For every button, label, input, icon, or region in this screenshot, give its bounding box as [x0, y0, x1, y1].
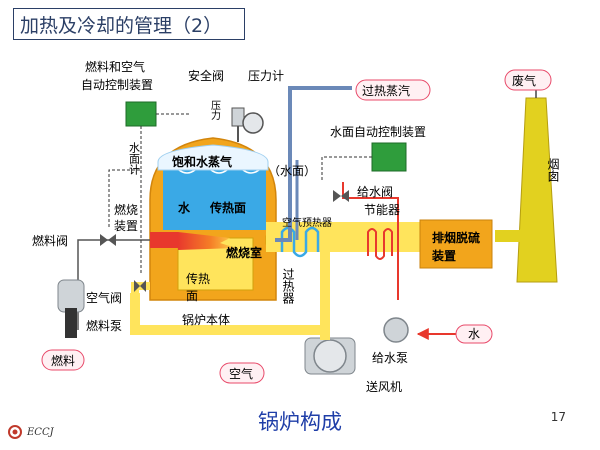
air-bubble — [219, 362, 265, 384]
water-level-control-box — [371, 142, 407, 172]
eccj-logo-text: ECCJ — [27, 426, 54, 438]
fuel-pump-motor — [65, 308, 77, 338]
label-fgd-l1: 排烟脱硫 — [432, 230, 480, 245]
economizer-coil — [367, 228, 393, 260]
label-boiler-body: 锅炉本体 — [182, 312, 230, 327]
feedwater-pump-body — [383, 317, 409, 343]
water-input-bubble — [455, 324, 493, 344]
page-number: 17 — [550, 410, 566, 424]
fuel-air-control-box — [125, 101, 157, 127]
label-air-preheater: 空气预热器 — [282, 216, 332, 229]
burner-device — [150, 232, 178, 248]
flue-to-chimney — [495, 218, 536, 242]
fgd-box — [419, 219, 493, 269]
label-water-input: 水 — [468, 327, 480, 341]
label-superheater: 过热器 — [281, 268, 295, 305]
eccj-logo-icon — [8, 425, 22, 439]
label-economizer: 节能器 — [364, 203, 400, 217]
label-burner-l2: 装置 — [114, 219, 138, 233]
air-valve-symbol — [134, 280, 146, 292]
superheated-steam-bubble — [355, 79, 431, 101]
label-heat-surface-l2: 面 — [186, 289, 198, 303]
label-heat-transfer-surface: 传热面 — [209, 200, 246, 215]
label-water-level-gauge: 水面计 — [128, 142, 141, 176]
label-feedwater-pump: 给水泵 — [372, 351, 408, 365]
fuel-pump-body — [57, 279, 85, 313]
label-heat-surface-l1: 传热 — [186, 271, 210, 286]
exhaust-gas-bubble — [504, 69, 552, 91]
label-blower: 送风机 — [366, 379, 402, 394]
label-fuel: 燃料 — [51, 353, 75, 368]
pressure-gauge-dial — [242, 112, 264, 134]
control-line-water — [321, 156, 372, 182]
blower-fan — [313, 339, 347, 373]
label-water-surface: （水面） — [268, 164, 316, 178]
label-water: 水 — [178, 200, 191, 215]
label-fuel-valve: 燃料阀 — [32, 233, 68, 248]
feedwater-valve-symbol — [333, 190, 349, 202]
label-fuel-pump: 燃料泵 — [86, 318, 122, 333]
superheater-pipe — [275, 86, 352, 242]
label-saturated-steam: 饱和水蒸气 — [172, 154, 232, 169]
fuel-valve-symbol — [100, 234, 116, 246]
feedwater-line — [342, 182, 399, 300]
label-feedwater-valve: 给水阀 — [357, 185, 393, 199]
label-exhaust-gas: 废气 — [512, 73, 536, 88]
label-fgd-l2: 装置 — [431, 248, 456, 263]
label-pressure-gauge: 压力计 — [248, 69, 284, 83]
label-chimney: 烟囱 — [546, 158, 560, 182]
label-burner-l1: 燃烧 — [114, 202, 138, 217]
diagram-caption: 锅炉构成 — [258, 410, 342, 434]
fuel-bubble — [41, 349, 85, 371]
label-combustion-chamber: 燃烧室 — [226, 245, 262, 260]
eccj-logo: ECCJ — [8, 425, 54, 439]
control-line-fuel-air — [108, 126, 142, 228]
safety-valve-body — [231, 107, 245, 127]
combustion-flame — [178, 232, 236, 250]
label-safety-valve: 安全阀 — [188, 68, 224, 83]
label-fuel-air-control-l1: 燃料和空气 — [85, 59, 145, 74]
air-preheater-coil — [280, 226, 320, 258]
label-fuel-air-control-l2: 自动控制装置 — [81, 78, 153, 92]
label-air: 空气 — [229, 366, 253, 381]
label-superheated-steam: 过热蒸汽 — [362, 83, 410, 98]
slide-title: 加热及冷却的管理（2） — [13, 8, 245, 40]
label-pressure: 压力 — [209, 100, 221, 121]
label-water-level-control: 水面自动控制装置 — [330, 125, 426, 139]
label-air-valve: 空气阀 — [86, 290, 122, 305]
